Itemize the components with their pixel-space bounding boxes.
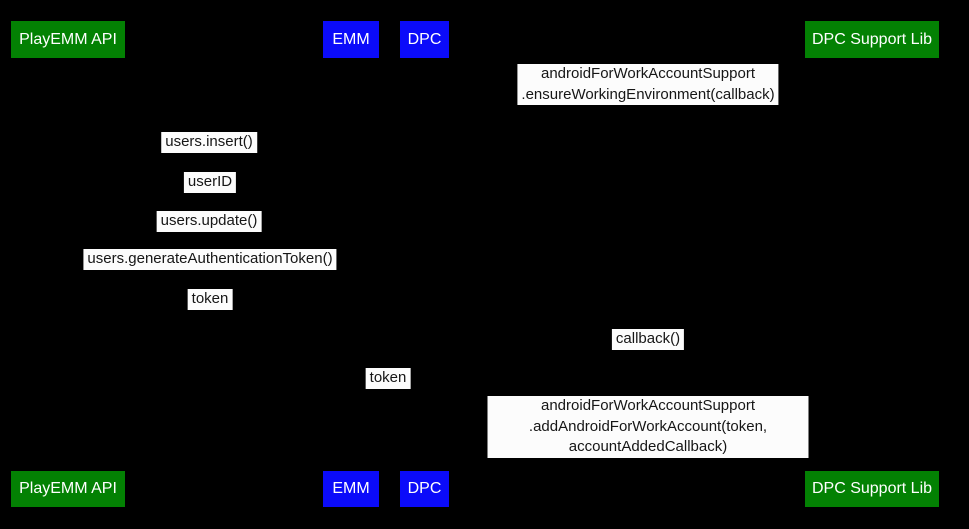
actor-emm-bottom: EMM [323,471,379,507]
message-users-insert: users.insert() [161,132,257,153]
message-token-to-dpc: token [365,368,411,389]
message-generate-authentication-token: users.generateAuthenticationToken() [83,249,337,270]
message-users-update: users.update() [156,211,262,232]
message-user-id: userID [183,172,237,193]
actor-playemm-api-bottom: PlayEMM API [11,471,125,507]
actor-dpc-top: DPC [400,21,449,58]
actor-dpc-support-lib-top: DPC Support Lib [805,21,939,58]
message-callback: callback() [611,329,685,350]
actor-dpc-bottom: DPC [400,471,449,507]
actor-playemm-api-top: PlayEMM API [11,21,125,58]
actor-dpc-support-lib-bottom: DPC Support Lib [805,471,939,507]
message-add-android-for-work-account: androidForWorkAccountSupport .addAndroid… [487,396,809,458]
message-token-to-emm: token [187,289,233,310]
actor-emm-top: EMM [323,21,379,58]
message-ensure-working-environment: androidForWorkAccountSupport .ensureWork… [517,64,779,105]
